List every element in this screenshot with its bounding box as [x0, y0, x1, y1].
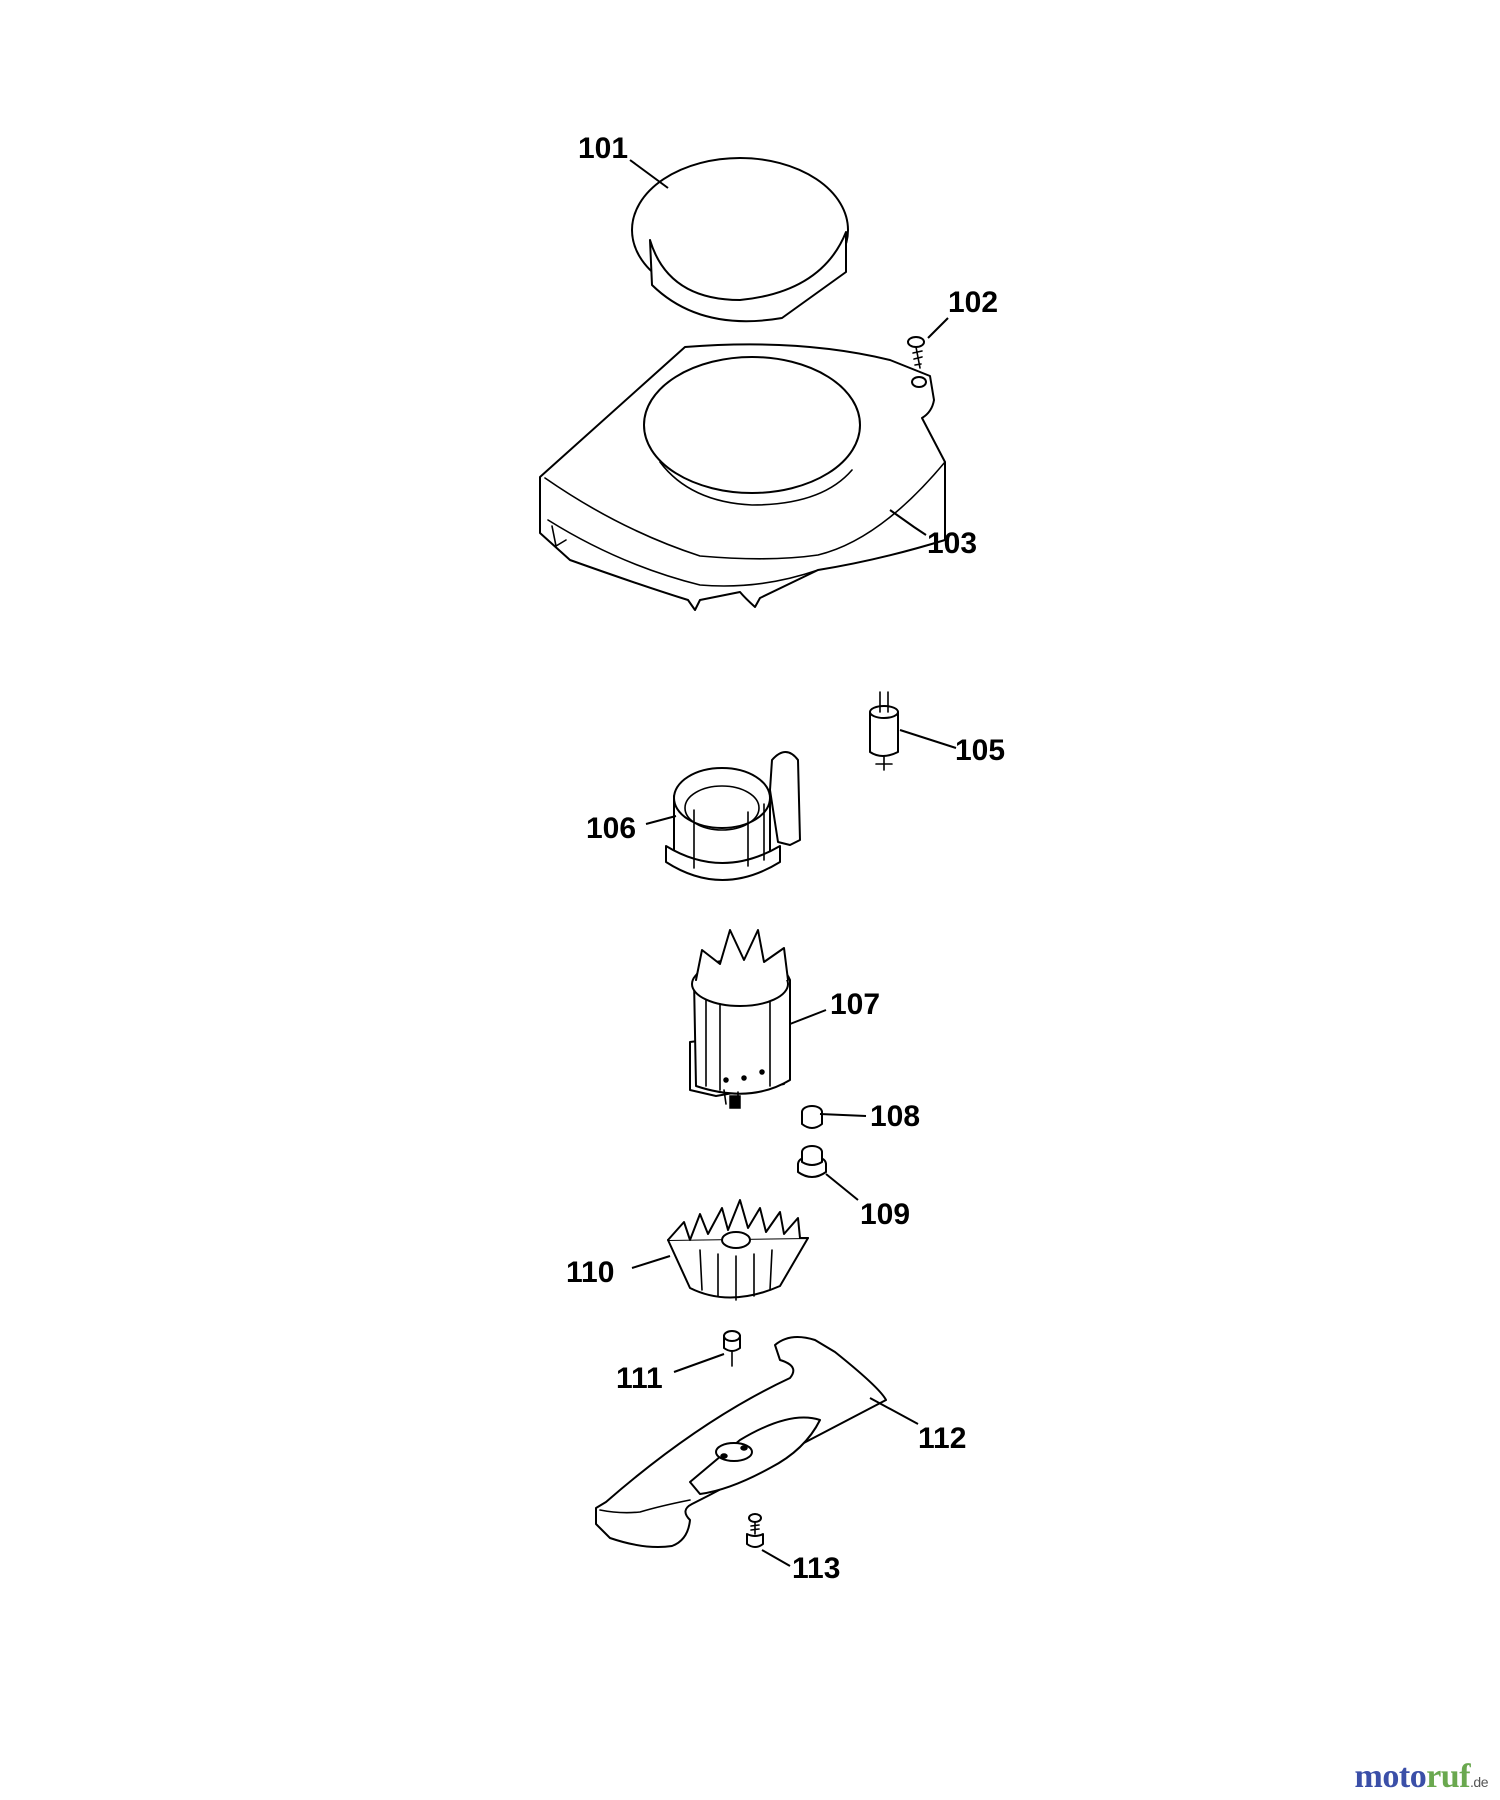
spacer-icon	[797, 1145, 827, 1178]
label-107: 107	[830, 988, 880, 1021]
capacitor-icon	[869, 691, 899, 771]
label-109: 109	[860, 1198, 910, 1231]
watermark-text-a: moto	[1354, 1758, 1427, 1795]
label-108: 108	[870, 1100, 920, 1133]
label-112: 112	[918, 1422, 966, 1455]
leader-113	[761, 1549, 791, 1567]
leader-112	[869, 1397, 919, 1425]
label-105: 105	[955, 734, 1005, 767]
watermark-logo: motoruf.de	[1354, 1758, 1489, 1796]
motor-cover-icon	[539, 343, 946, 611]
electric-motor-icon	[689, 929, 791, 1109]
label-101: 101	[578, 132, 628, 165]
fan-wheel-icon	[667, 1199, 809, 1301]
leader-102	[927, 317, 949, 339]
label-106: 106	[586, 812, 636, 845]
label-110: 110	[566, 1256, 614, 1289]
leader-107	[789, 1009, 827, 1025]
motor-cap-icon	[631, 157, 849, 323]
leader-101	[629, 159, 669, 189]
leader-108	[819, 1113, 867, 1117]
screw-icon	[746, 1513, 764, 1548]
label-103: 103	[927, 527, 977, 560]
leader-109	[825, 1173, 859, 1201]
label-111: 111	[616, 1362, 663, 1395]
motor-housing-icon	[665, 751, 801, 881]
leader-105	[899, 729, 957, 749]
label-102: 102	[948, 286, 998, 319]
leader-110	[631, 1255, 671, 1269]
screw-icon	[723, 1330, 741, 1367]
watermark-text-b: ruf	[1426, 1758, 1471, 1795]
leader-111	[673, 1353, 725, 1373]
label-113: 113	[792, 1552, 840, 1585]
leader-103	[889, 509, 927, 536]
mower-blade-icon	[595, 1335, 887, 1548]
bolt-icon	[801, 1105, 823, 1129]
screw-icon	[907, 336, 925, 369]
leader-106	[645, 815, 677, 825]
watermark-tld: .de	[1470, 1774, 1488, 1790]
